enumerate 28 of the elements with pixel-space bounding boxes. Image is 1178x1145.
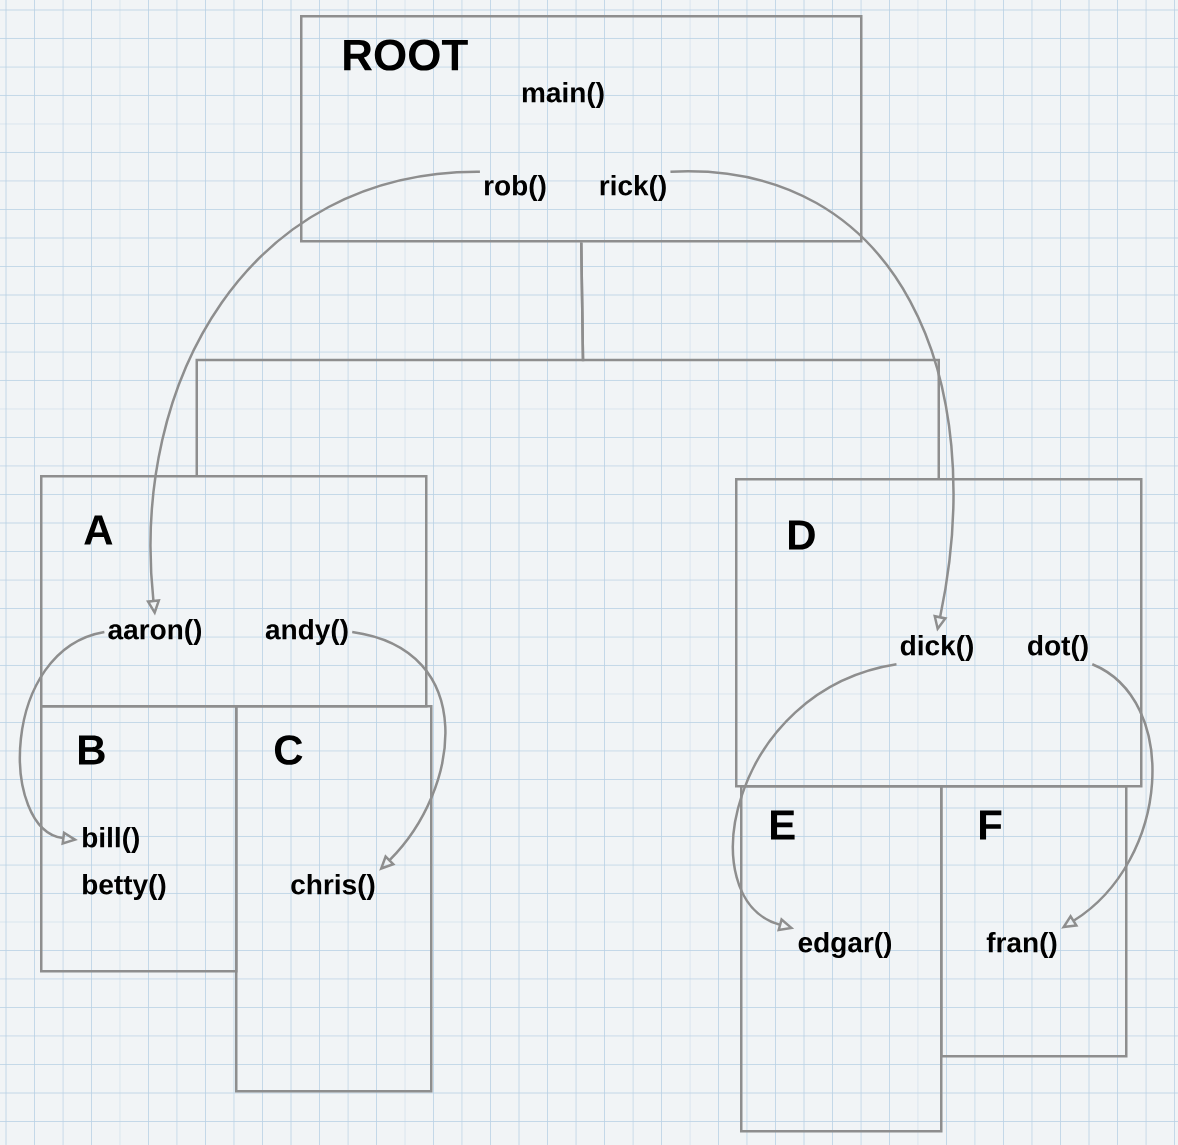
- box-title: E: [771, 810, 795, 840]
- box-title: F: [980, 810, 1002, 840]
- box-title: C: [274, 735, 303, 765]
- function-label: dick(): [900, 634, 973, 662]
- function-label: fran(): [986, 931, 1057, 959]
- function-label: chris(): [291, 873, 375, 901]
- function-label: main(): [522, 81, 604, 109]
- function-label: rick(): [600, 174, 666, 202]
- box-title: B: [79, 735, 105, 765]
- frame-box: [40, 475, 428, 708]
- function-label: bill(): [83, 826, 139, 854]
- frame-box: [740, 785, 943, 1133]
- function-label: rob(): [485, 174, 546, 202]
- frame-box: [735, 478, 1143, 788]
- box-title: ROOT: [344, 39, 468, 71]
- function-label: aaron(): [108, 618, 202, 646]
- frame-box: [235, 705, 433, 1093]
- function-label: dot(): [1028, 634, 1088, 662]
- frame-box: [940, 785, 1128, 1058]
- function-label: andy(): [265, 618, 348, 646]
- function-label: edgar(): [798, 931, 892, 959]
- box-title: A: [84, 515, 113, 545]
- function-label: betty(): [83, 873, 166, 901]
- box-title: D: [789, 520, 815, 550]
- curved-arrow: [731, 663, 897, 932]
- frame-box: [40, 705, 238, 973]
- tree-connector: [580, 242, 940, 478]
- frame-box: [300, 15, 863, 243]
